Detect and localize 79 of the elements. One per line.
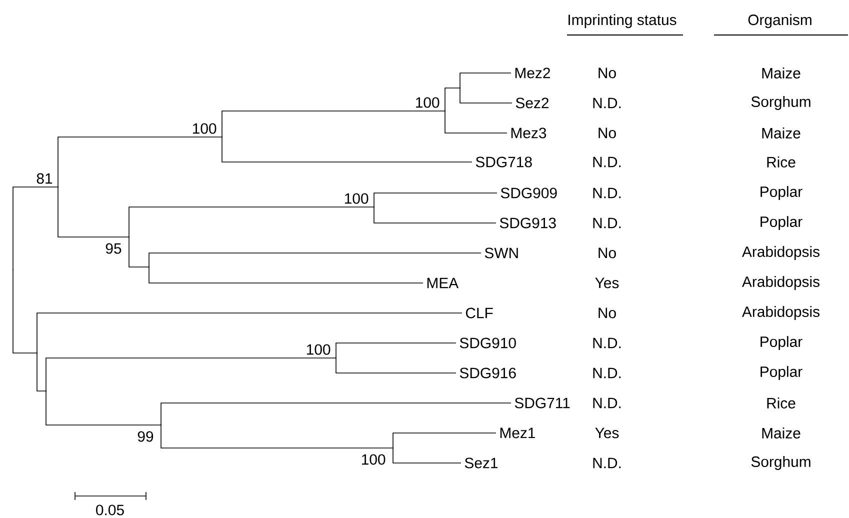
tree-branch — [222, 110, 446, 138]
bootstrap-value: 95 — [106, 243, 122, 254]
tree-branch — [46, 358, 336, 392]
tree-branch — [160, 402, 512, 426]
leaf-label: Mez2 — [515, 68, 550, 78]
tree-branch — [58, 186, 130, 238]
organism-cell: Maize — [762, 128, 800, 138]
tree-branch — [148, 252, 482, 268]
tree-branch — [46, 390, 162, 426]
tree-branch — [392, 432, 496, 448]
tree-branch — [128, 206, 374, 238]
tree-branch — [128, 236, 150, 268]
organism-cell: Poplar — [760, 366, 802, 380]
leaf-label: SDG910 — [460, 338, 516, 348]
organism-cell: Sorghum — [751, 96, 810, 110]
tree-branch — [36, 352, 46, 392]
tree-branch — [222, 136, 472, 162]
tree-branch — [58, 136, 222, 188]
leaf-label: SDG909 — [500, 188, 557, 198]
tree-branch — [460, 88, 512, 104]
tree-branch — [444, 88, 460, 112]
tree-branch — [12, 270, 38, 354]
leaf-label: SDG718 — [476, 156, 532, 168]
status-cell: N.D. — [593, 156, 621, 168]
leaf-label: SDG916 — [460, 368, 516, 378]
leaf-label: MEA — [427, 278, 459, 288]
bootstrap-value: 100 — [345, 193, 368, 204]
column-header: Organism — [714, 14, 848, 36]
organism-cell: Arabidopsis — [742, 246, 820, 260]
tree-branch — [36, 312, 462, 354]
status-cell: No — [598, 128, 616, 138]
leaf-label: SDG913 — [500, 218, 556, 228]
organism-cell: Poplar — [760, 216, 802, 230]
tree-branch — [336, 358, 456, 374]
leaf-label: SWN — [484, 248, 518, 258]
status-cell: N.D. — [593, 188, 621, 198]
status-cell: N.D. — [593, 368, 621, 378]
tree-branch — [160, 424, 394, 448]
status-cell: N.D. — [593, 338, 621, 348]
tree-branch — [148, 266, 424, 284]
status-cell: N.D. — [593, 98, 621, 108]
tree-branch — [12, 186, 58, 270]
organism-cell: Poplar — [760, 336, 802, 350]
leaf-label: SDG711 — [514, 398, 570, 408]
bootstrap-value: 100 — [416, 97, 440, 108]
tree-branch — [460, 72, 512, 88]
status-cell: Yes — [595, 278, 619, 288]
leaf-label: CLF — [466, 308, 493, 318]
bootstrap-value: 99 — [138, 431, 154, 442]
bootstrap-value: 81 — [36, 173, 52, 184]
tree-branch — [374, 206, 496, 224]
scale-label: 0.05 — [96, 504, 124, 516]
bootstrap-value: 100 — [307, 344, 330, 355]
leaf-label: Mez1 — [500, 428, 535, 438]
leaf-label: Sez2 — [516, 98, 549, 108]
status-cell: No — [598, 308, 616, 318]
organism-cell: Maize — [762, 428, 800, 438]
column-header: Imprinting status — [566, 14, 684, 36]
status-cell: Yes — [595, 428, 619, 438]
status-cell: No — [598, 248, 616, 258]
tree-branch — [392, 448, 462, 464]
organism-cell: Arabidopsis — [742, 306, 820, 320]
organism-cell: Maize — [762, 68, 800, 78]
organism-cell: Poplar — [760, 186, 802, 200]
organism-cell: Sorghum — [751, 456, 810, 470]
tree-branch — [336, 342, 456, 358]
status-cell: N.D. — [593, 398, 621, 408]
bootstrap-value: 100 — [362, 454, 386, 465]
organism-cell: Rice — [767, 156, 796, 168]
status-cell: N.D. — [593, 218, 621, 228]
tree-branch — [374, 192, 498, 208]
leaf-label: Sez1 — [464, 458, 498, 468]
status-cell: No — [598, 68, 616, 78]
status-cell: N.D. — [593, 458, 621, 468]
leaf-label: Mez3 — [511, 128, 546, 138]
organism-cell: Rice — [767, 398, 796, 408]
bootstrap-value: 100 — [193, 123, 216, 134]
organism-cell: Arabidopsis — [742, 276, 820, 290]
tree-branch — [444, 110, 508, 134]
